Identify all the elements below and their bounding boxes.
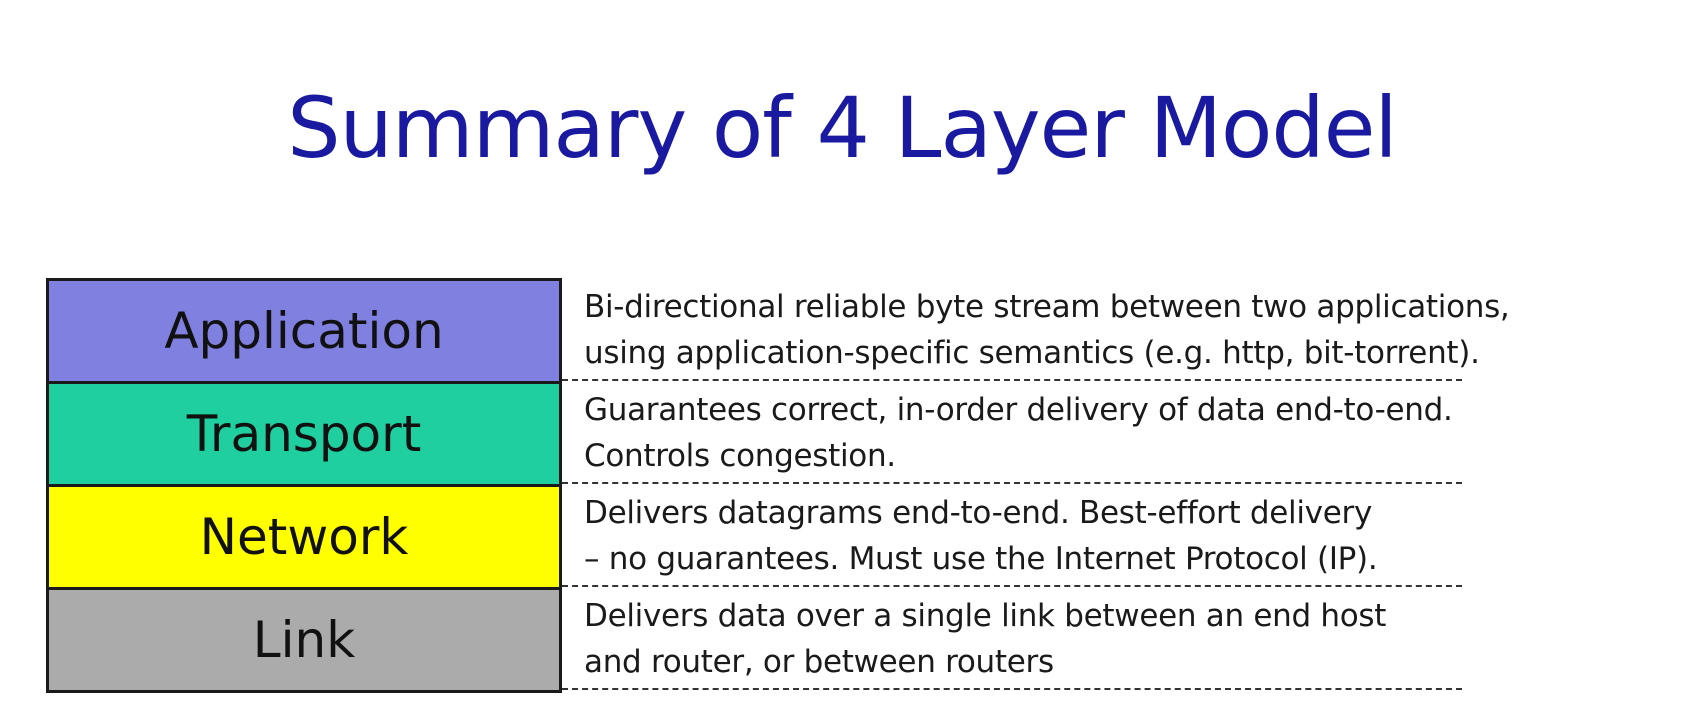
layer-transport: Transport: [49, 384, 559, 487]
layer-link: Link: [49, 590, 559, 690]
layer-stack: Application Transport Network Link: [46, 278, 562, 693]
description-line: Delivers data over a single link between…: [584, 598, 1387, 634]
description-line: Controls congestion.: [584, 438, 896, 474]
description-line: and router, or between routers: [584, 644, 1054, 680]
description-transport: Guarantees correct, in-order delivery of…: [562, 381, 1462, 484]
slide-title: Summary of 4 Layer Model: [287, 79, 1398, 177]
layer-descriptions: Bi-directional reliable byte stream betw…: [562, 278, 1510, 690]
layer-network: Network: [49, 487, 559, 590]
description-network: Delivers datagrams end-to-end. Best-effo…: [562, 484, 1462, 587]
layer-application: Application: [49, 281, 559, 384]
description-line: Guarantees correct, in-order delivery of…: [584, 392, 1453, 428]
description-link: Delivers data over a single link between…: [562, 587, 1462, 690]
description-line: Bi-directional reliable byte stream betw…: [584, 289, 1510, 325]
description-line: Delivers datagrams end-to-end. Best-effo…: [584, 495, 1372, 531]
description-application: Bi-directional reliable byte stream betw…: [562, 278, 1510, 381]
description-line: using application-specific semantics (e.…: [584, 335, 1480, 371]
description-line: – no guarantees. Must use the Internet P…: [584, 541, 1378, 577]
